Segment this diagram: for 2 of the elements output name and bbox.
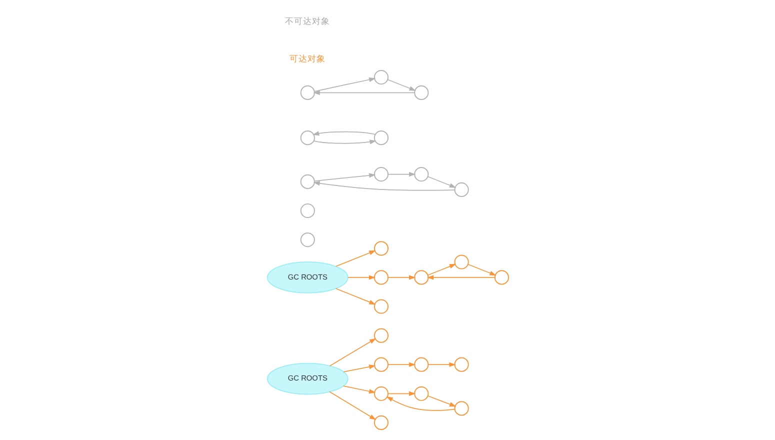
label: 可达对象 — [289, 54, 326, 64]
label: 不可达对象 — [284, 16, 330, 26]
